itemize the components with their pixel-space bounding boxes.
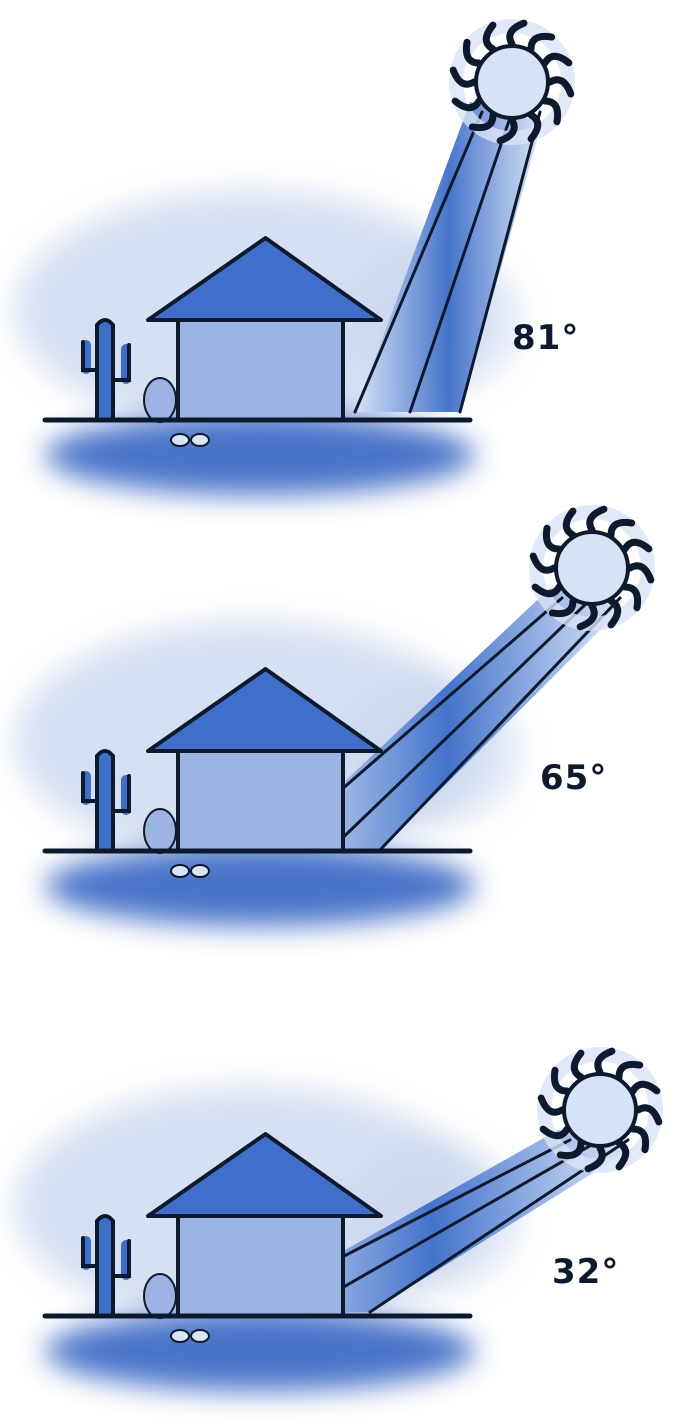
scene-32 <box>0 946 676 1419</box>
ground-shadow <box>45 846 475 926</box>
bush <box>144 378 176 422</box>
scene-81 <box>0 0 676 473</box>
ground-shadow <box>45 1311 475 1391</box>
angle-label-32: 32° <box>552 1252 619 1292</box>
house-wall <box>178 751 343 851</box>
pebble <box>171 1330 189 1342</box>
angle-label-81: 81° <box>512 318 579 358</box>
sun <box>564 1074 636 1146</box>
panel-81: 81° <box>0 0 676 473</box>
cactus-body <box>97 1218 113 1316</box>
cactus-body <box>97 753 113 851</box>
panel-32: 32° <box>0 946 676 1419</box>
bush <box>144 809 176 853</box>
pebble <box>171 865 189 877</box>
pebble <box>191 1330 209 1342</box>
pebble <box>191 434 209 446</box>
panel-65: 65° <box>0 473 676 946</box>
house-wall <box>178 1216 343 1316</box>
bush <box>144 1274 176 1318</box>
angle-label-65: 65° <box>540 758 607 798</box>
sun <box>556 532 628 604</box>
house-wall <box>178 320 343 420</box>
sun <box>476 46 548 118</box>
cactus-body <box>97 322 113 420</box>
scene-65 <box>0 473 676 946</box>
pebble <box>171 434 189 446</box>
pebble <box>191 865 209 877</box>
